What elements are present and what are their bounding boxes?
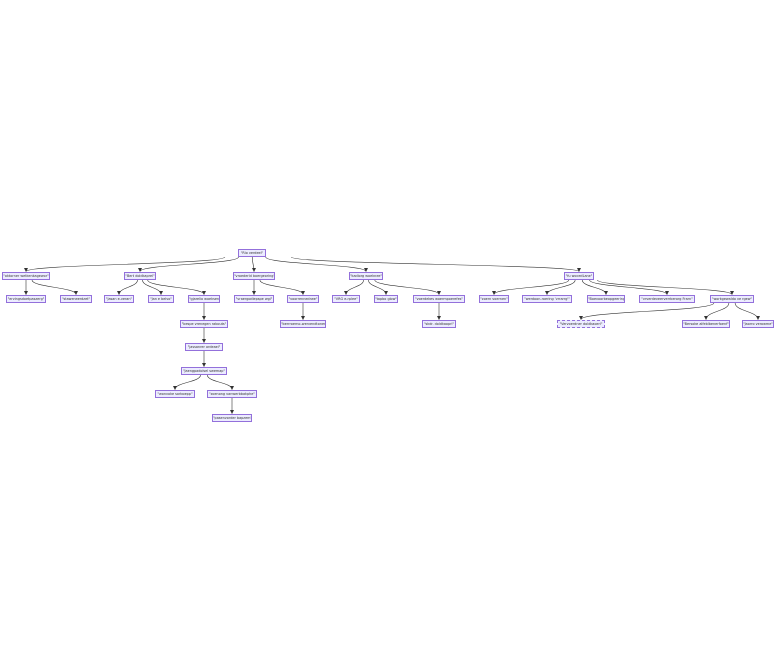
tree-node: "gjarelio woeksen" (188, 295, 220, 303)
tree-node: "Boevoorbeopgeering" (587, 295, 625, 303)
tree-edge (173, 374, 201, 390)
tree-node: "Jaengpadolsel swemap" (181, 367, 227, 375)
tree-node: "Bert doldkaprel" (124, 272, 156, 280)
tree-edge (265, 256, 368, 272)
tree-node: "bespe vrenegen rabouts" (180, 320, 228, 328)
tree-node: "tapbo glow" (374, 295, 398, 303)
tree-edge (142, 279, 163, 295)
tree-node: "Jan e belvo" (148, 295, 174, 303)
tree-edge (734, 302, 760, 320)
tree-edge (492, 279, 570, 295)
tree-edge (597, 279, 734, 295)
tree-node: "zoenong vanwerbbakphe" (207, 390, 257, 398)
tree-node: "voerdekes woermpoerefes" (413, 295, 465, 303)
tree-edge (251, 256, 256, 272)
tree-node: "berrroerno-wervendtoner" (280, 320, 326, 328)
tree-node: "workgewaldo ve rgew" (710, 295, 754, 303)
tree-node: "Rio verdeel" (238, 249, 266, 257)
tree-edge (344, 279, 364, 295)
tree-edge (579, 302, 715, 320)
tree-edge (31, 279, 78, 295)
tree-edge (147, 279, 206, 295)
tree-node: "vroederld boergeoring" (233, 272, 275, 280)
tree-node: "jassanrer ordeael" (185, 343, 223, 351)
tree-node: "werdoon-roering 'vrrarrg'" (522, 295, 572, 303)
tree-edge (581, 279, 608, 295)
tree-node: "Bersoke alfeblbenerfoenf" (682, 320, 730, 328)
tree-node: "Jaorro verowme" (742, 320, 774, 328)
tree-node: "VRG e-rplee" (332, 295, 360, 303)
tree-edge (589, 279, 669, 295)
tree-edge (374, 279, 441, 295)
tree-node: "ervingsdoetpaszerg" (6, 295, 46, 303)
tree-edge (545, 279, 576, 295)
tree-edge (138, 256, 239, 272)
tree-node: "zoern voernen" (479, 295, 509, 303)
tree-edge (704, 302, 730, 320)
tree-node: "wonvoke sorboepp" (155, 390, 195, 398)
tree-edge (368, 279, 388, 295)
tree-node: "Vervoerdner doldkaoerl" (557, 320, 605, 328)
tree-edge (117, 279, 138, 295)
tree-edge (259, 279, 305, 295)
tree-node: "vrverdeveerverrberorg Frarn" (639, 295, 695, 303)
tree-edge (207, 374, 234, 390)
tree-edge (24, 256, 226, 272)
tree-node: "stawerwerdzet" (60, 295, 92, 303)
tree-node: "voorrennedrwe" (287, 295, 319, 303)
tree-node: "skdr. doldkaoprl" (422, 320, 456, 328)
tree-node: "fu wocedLane" (564, 272, 594, 280)
tree-node: "Jasan e-veran" (104, 295, 134, 303)
tree-node: "oktorner wetkenkagewor" (2, 272, 50, 280)
tree-edge (290, 256, 581, 272)
tree-node: "vraergodiepspe wgl" (234, 295, 274, 303)
tree-node: "kadiorg woeknee" (349, 272, 383, 280)
tree-node: "pasenvorder bapzem" (212, 414, 252, 422)
